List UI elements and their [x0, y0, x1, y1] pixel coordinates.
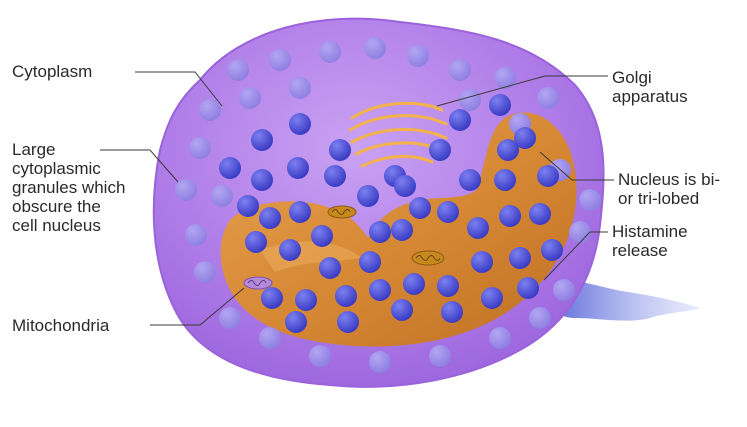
- mitochondrion: [244, 277, 272, 289]
- cytoplasm-dot: [553, 279, 575, 301]
- cytoplasm-dot: [239, 87, 261, 109]
- granule: [279, 239, 301, 261]
- granule: [499, 205, 521, 227]
- granule: [467, 217, 489, 239]
- label-golgi-apparatus: Golgi apparatus: [612, 68, 688, 106]
- cytoplasm-dot: [569, 221, 591, 243]
- granule: [449, 109, 471, 131]
- cytoplasm-dot: [369, 351, 391, 373]
- granule: [509, 247, 531, 269]
- granule: [437, 201, 459, 223]
- granule: [391, 219, 413, 241]
- cytoplasm-dot: [579, 189, 601, 211]
- cytoplasm-dot: [459, 89, 481, 111]
- cytoplasm-dot: [537, 87, 559, 109]
- granule: [369, 279, 391, 301]
- granule: [357, 185, 379, 207]
- cytoplasm-dot: [529, 307, 551, 329]
- granule: [517, 277, 539, 299]
- granule: [329, 139, 351, 161]
- label-mitochondria: Mitochondria: [12, 316, 109, 335]
- granule: [529, 203, 551, 225]
- granule: [497, 139, 519, 161]
- cytoplasm-dot: [194, 261, 216, 283]
- cytoplasm-dot: [407, 45, 429, 67]
- granule: [391, 299, 413, 321]
- cytoplasm-dot: [189, 137, 211, 159]
- mitochondrion: [328, 206, 356, 218]
- cytoplasm-dot: [227, 59, 249, 81]
- granule: [324, 165, 346, 187]
- granule: [437, 275, 459, 297]
- granule: [537, 165, 559, 187]
- granule: [494, 169, 516, 191]
- cytoplasm-dot: [429, 345, 451, 367]
- granule: [251, 129, 273, 151]
- granule: [319, 257, 341, 279]
- granule: [251, 169, 273, 191]
- granule: [459, 169, 481, 191]
- granule: [219, 157, 241, 179]
- granule: [259, 207, 281, 229]
- granule: [471, 251, 493, 273]
- cytoplasm-dot: [494, 67, 516, 89]
- granule: [481, 287, 503, 309]
- granule: [441, 301, 463, 323]
- granule: [337, 311, 359, 333]
- cytoplasm-dot: [309, 345, 331, 367]
- cytoplasm-dot: [489, 327, 511, 349]
- cytoplasm-dot: [449, 59, 471, 81]
- granule: [237, 195, 259, 217]
- cytoplasm-dot: [269, 49, 291, 71]
- label-histamine-release: Histamine release: [612, 222, 688, 260]
- granule: [289, 113, 311, 135]
- cytoplasm-dot: [175, 179, 197, 201]
- granule: [409, 197, 431, 219]
- granule: [403, 273, 425, 295]
- label-cytoplasm: Cytoplasm: [12, 62, 92, 81]
- cytoplasm-dot: [211, 185, 233, 207]
- label-granules: Large cytoplasmic granules which obscure…: [12, 140, 125, 235]
- cytoplasm-dot: [259, 327, 281, 349]
- granule: [311, 225, 333, 247]
- granule: [295, 289, 317, 311]
- granule: [335, 285, 357, 307]
- granule: [287, 157, 309, 179]
- granule: [289, 201, 311, 223]
- label-nucleus: Nucleus is bi- or tri-lobed: [618, 170, 720, 208]
- granule: [369, 221, 391, 243]
- mitochondrion: [412, 251, 444, 265]
- cytoplasm-dot: [319, 41, 341, 63]
- cytoplasm-dot: [199, 99, 221, 121]
- granule: [541, 239, 563, 261]
- cytoplasm-dot: [364, 37, 386, 59]
- cytoplasm-dot: [289, 77, 311, 99]
- cytoplasm-dot: [219, 307, 241, 329]
- granule: [359, 251, 381, 273]
- granule: [489, 94, 511, 116]
- granule: [261, 287, 283, 309]
- cytoplasm-dot: [185, 224, 207, 246]
- granule: [429, 139, 451, 161]
- granule: [394, 175, 416, 197]
- granule: [245, 231, 267, 253]
- granule: [285, 311, 307, 333]
